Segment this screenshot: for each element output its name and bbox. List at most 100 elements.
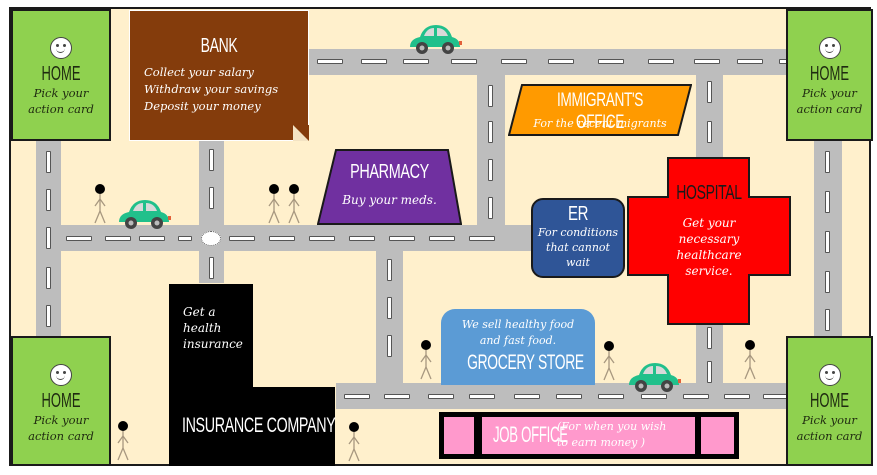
lane-marking	[598, 59, 624, 64]
lane-marking	[429, 236, 455, 241]
bank[interactable]: BANK Collect your salary Withdraw your s…	[129, 10, 309, 141]
job-office-subtitle: (For when you wish	[557, 420, 667, 433]
lane-marking	[488, 159, 493, 181]
lane-marking	[309, 236, 335, 241]
grocery-line: We sell healthy food	[461, 318, 575, 331]
lane-marking	[707, 121, 712, 143]
page-curl-icon	[293, 125, 309, 141]
job-office-subtitle: to earn money )	[557, 436, 646, 449]
lane-marking	[387, 297, 392, 319]
lane-marking	[387, 259, 392, 281]
hospital-line: service.	[685, 264, 733, 278]
lane-marking	[825, 271, 830, 293]
lane-marking	[694, 59, 720, 64]
lane-marking	[724, 394, 750, 399]
lane-marking	[556, 394, 582, 399]
insurance-line: Get a	[183, 305, 216, 319]
immigrants-office-shape	[508, 84, 692, 136]
person-icon[interactable]	[287, 183, 301, 225]
pharmacy[interactable]: PHARMACY Buy your meds.	[317, 149, 462, 226]
person-icon[interactable]	[602, 340, 616, 382]
person-icon[interactable]	[267, 183, 281, 225]
car-icon[interactable]	[406, 21, 464, 55]
car-icon[interactable]	[115, 196, 173, 230]
hospital-line: healthcare	[676, 248, 742, 262]
person-icon[interactable]	[93, 183, 107, 225]
lane-marking	[737, 59, 763, 64]
bank-line: Withdraw your savings	[144, 82, 279, 96]
hospital-line: Get your	[682, 216, 736, 230]
smiley-icon	[50, 364, 72, 386]
insurance-company[interactable]: Get a health insurance INSURANCE COMPANY	[169, 284, 339, 466]
lane-marking	[46, 189, 51, 211]
car-icon[interactable]	[625, 359, 683, 393]
home-top-right[interactable]: HOME Pick your action card	[786, 9, 873, 141]
er-line: that cannot	[546, 241, 610, 254]
lane-marking	[707, 327, 712, 349]
insurance-line: insurance	[183, 337, 243, 351]
home-top-left[interactable]: HOME Pick your action card	[11, 9, 111, 141]
person-icon[interactable]	[347, 421, 361, 463]
lane-marking	[825, 231, 830, 253]
job-office-window-left	[444, 417, 474, 454]
home-bottom-left[interactable]: HOME Pick your action card	[11, 336, 111, 466]
hospital[interactable]: HOSPITAL Get your necessary healthcare s…	[627, 157, 791, 325]
er-title: ER	[567, 203, 589, 225]
lane-marking	[229, 236, 255, 241]
home-subtitle: Pick your	[802, 86, 857, 100]
home-title: HOME	[41, 63, 81, 85]
lane-marking	[139, 236, 165, 241]
person-icon[interactable]	[419, 339, 433, 381]
home-title: HOME	[41, 390, 81, 412]
lane-marking	[825, 151, 830, 173]
smiley-icon	[50, 37, 72, 59]
home-subtitle: action card	[796, 102, 863, 116]
lane-marking	[105, 236, 131, 241]
lane-marking	[46, 227, 51, 249]
lane-marking	[641, 394, 667, 399]
immigrants-office-title: IMMIGRANT'S OFFICE	[556, 90, 644, 133]
er-line: For conditions	[537, 226, 619, 239]
manhole-icon	[201, 231, 221, 246]
home-subtitle: Pick your	[802, 413, 857, 427]
person-icon[interactable]	[743, 339, 757, 381]
lane-marking	[403, 59, 429, 64]
grocery-line: and fast food.	[479, 334, 557, 347]
grocery-store[interactable]: We sell healthy food and fast food. GROC…	[441, 309, 595, 385]
lane-marking	[648, 59, 674, 64]
lane-marking	[209, 257, 214, 279]
grocery-title: GROCERY STORE	[467, 351, 584, 374]
lane-marking	[389, 236, 415, 241]
er[interactable]: ER For conditions that cannot wait	[531, 198, 625, 278]
pharmacy-title: PHARMACY	[350, 161, 429, 183]
home-title: HOME	[810, 63, 849, 85]
lane-marking	[469, 236, 495, 241]
game-board: HOME Pick your action card HOME Pick you…	[9, 7, 873, 466]
home-bottom-right[interactable]: HOME Pick your action card	[786, 336, 873, 466]
job-office[interactable]: JOB OFFICE (For when you wish to earn mo…	[439, 412, 739, 459]
hospital-cross-shape	[627, 157, 791, 325]
lane-marking	[488, 121, 493, 143]
lane-marking	[46, 267, 51, 289]
bank-line: Deposit your money	[144, 99, 261, 113]
smiley-icon	[818, 37, 841, 59]
insurance-title: INSURANCE COMPANY	[181, 414, 336, 437]
er-line: wait	[566, 256, 590, 269]
lane-marking	[488, 85, 493, 107]
lane-marking	[683, 394, 709, 399]
lane-marking	[707, 361, 712, 383]
immigrants-office[interactable]: IMMIGRANT'S OFFICE For the recent migran…	[508, 84, 692, 136]
lane-marking	[178, 236, 192, 241]
lane-marking	[598, 394, 624, 399]
pharmacy-shape	[317, 149, 462, 225]
lane-marking	[825, 309, 830, 331]
job-office-sign	[482, 417, 695, 454]
person-icon[interactable]	[116, 420, 130, 462]
lane-marking	[361, 59, 387, 64]
bank-title: BANK	[200, 35, 238, 57]
hospital-line: necessary	[678, 232, 740, 246]
lane-marking	[451, 59, 477, 64]
job-office-title: JOB OFFICE	[493, 422, 568, 447]
home-subtitle: Pick your	[33, 86, 89, 100]
smiley-icon	[818, 364, 841, 386]
